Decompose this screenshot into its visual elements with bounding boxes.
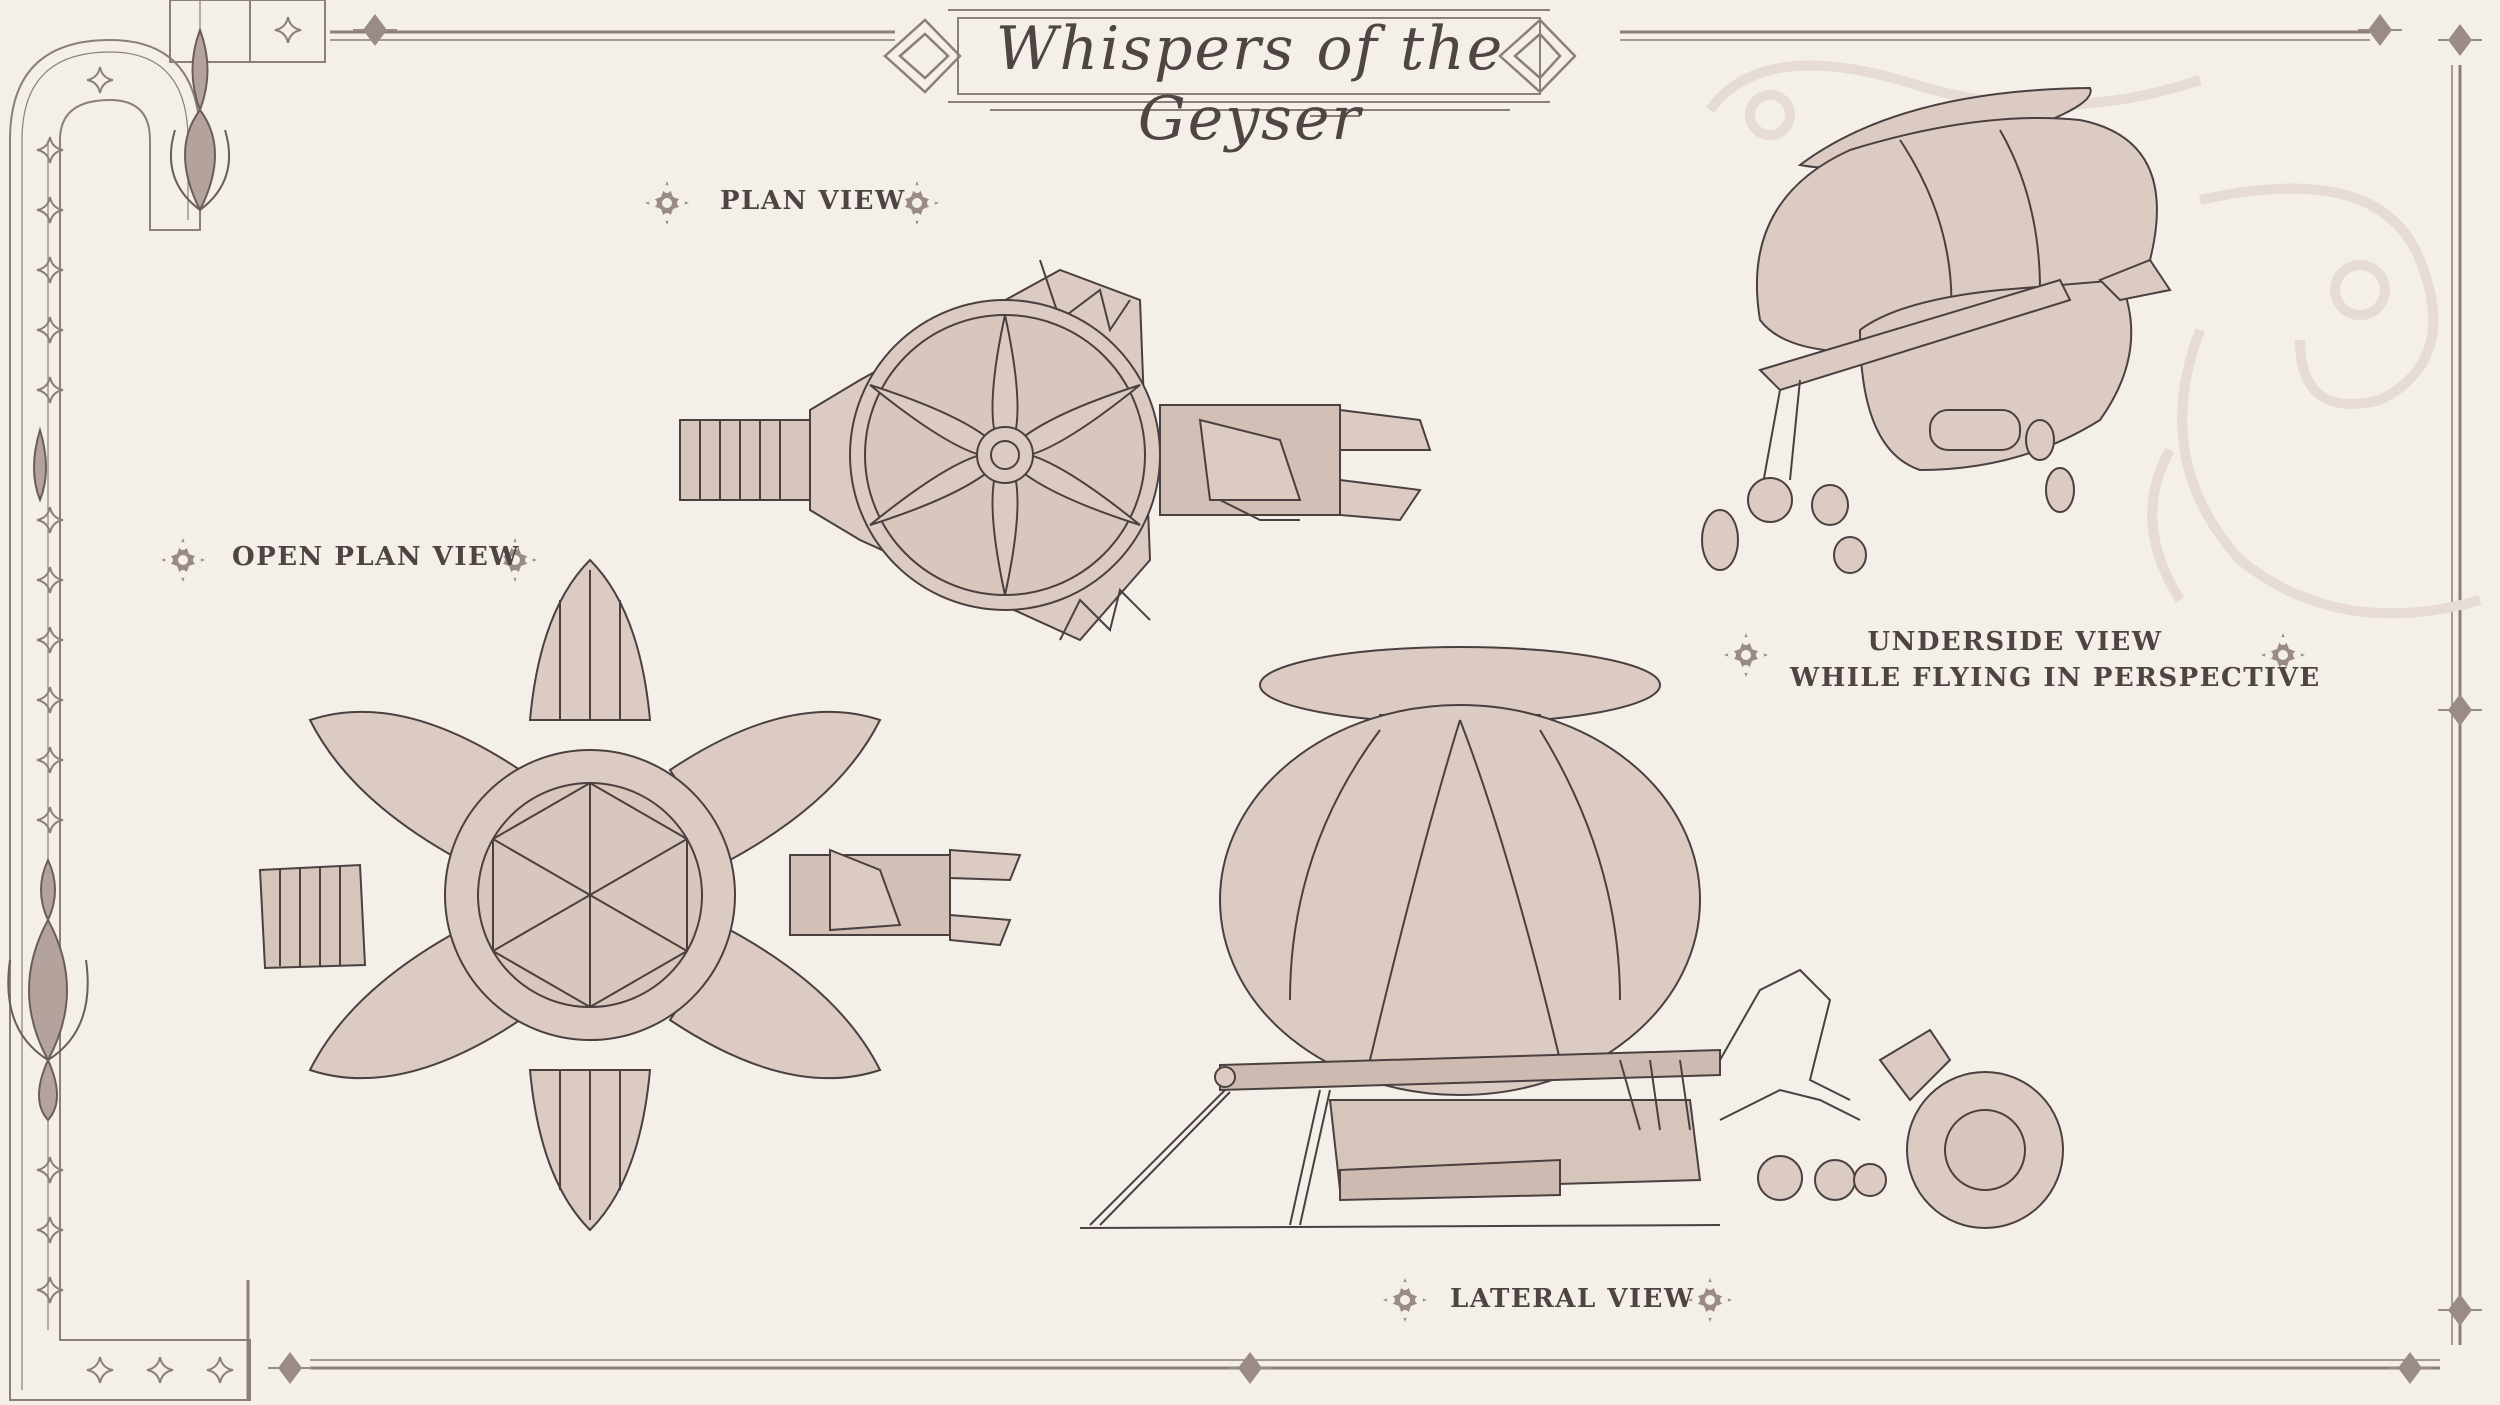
title-cartouche xyxy=(948,9,1550,117)
knot-ornament-icon xyxy=(883,18,1577,94)
underside-view-label-line2: WHILE FLYING IN PERSPECTIVE xyxy=(1790,663,2321,693)
plan-view-drawing xyxy=(679,259,1432,642)
page-title: Whispers of the Geyser xyxy=(995,14,1505,154)
background-swirl xyxy=(1705,60,2482,619)
lateral-view-drawing xyxy=(1079,646,2064,1229)
lotus-flower-icon xyxy=(7,27,231,1122)
lateral-view-label: LATERAL VIEW xyxy=(1450,1284,1695,1314)
open-plan-view-label: OPEN PLAN VIEW xyxy=(232,542,521,572)
underside-view-drawing xyxy=(1701,86,2172,574)
left-ornament-column xyxy=(9,0,326,1401)
underside-view-label-line1: UNDERSIDE VIEW xyxy=(1867,627,2163,657)
plan-view-label: PLAN VIEW xyxy=(720,186,906,216)
star-sparkle-icon xyxy=(36,16,302,1384)
open-plan-view-drawing xyxy=(258,558,1022,1232)
underside-view-label: UNDERSIDE VIEW WHILE FLYING IN PERSPECTI… xyxy=(1790,624,2321,696)
